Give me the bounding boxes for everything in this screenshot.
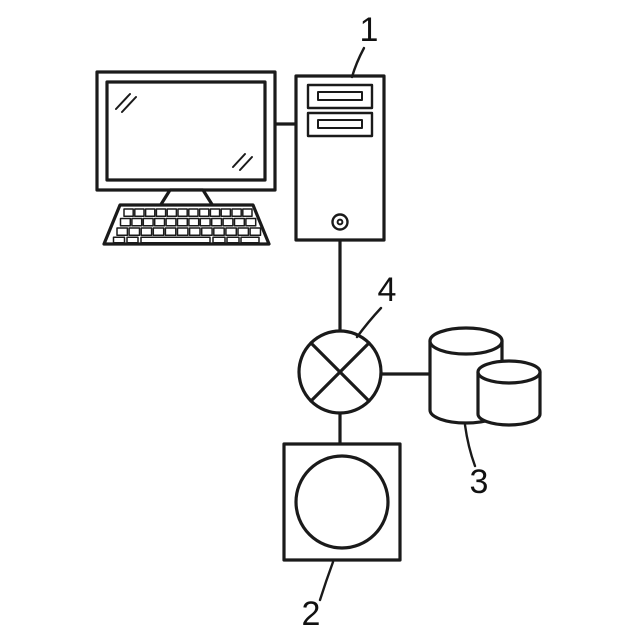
tower-icon xyxy=(294,74,386,242)
drive-slot-2 xyxy=(317,119,363,129)
device-icon xyxy=(282,442,402,562)
label-database: 3 xyxy=(470,463,489,501)
database-icon xyxy=(428,326,542,427)
device-circle xyxy=(294,454,390,550)
drive-bay-1 xyxy=(306,83,374,110)
computer-icon xyxy=(95,70,386,246)
monitor-icon xyxy=(95,70,277,208)
power-button-dot xyxy=(336,218,344,226)
label-computer: 1 xyxy=(360,11,379,49)
database-cylinder-small xyxy=(476,370,542,427)
label-network-node: 4 xyxy=(378,271,397,309)
drive-slot-1 xyxy=(317,91,363,101)
keyboard-keys xyxy=(112,208,262,244)
leader-line-4 xyxy=(355,306,383,339)
screen-glare-marks xyxy=(115,93,253,171)
keyboard-icon xyxy=(102,203,271,246)
network-node-icon xyxy=(297,329,383,415)
drive-bay-2 xyxy=(306,111,374,138)
power-button xyxy=(331,213,349,231)
leader-line-3 xyxy=(463,423,477,468)
leader-line-1 xyxy=(350,46,366,79)
label-device: 2 xyxy=(302,595,321,633)
tower-case xyxy=(294,74,386,242)
monitor-screen xyxy=(105,80,267,182)
leader-line-2 xyxy=(318,560,335,602)
